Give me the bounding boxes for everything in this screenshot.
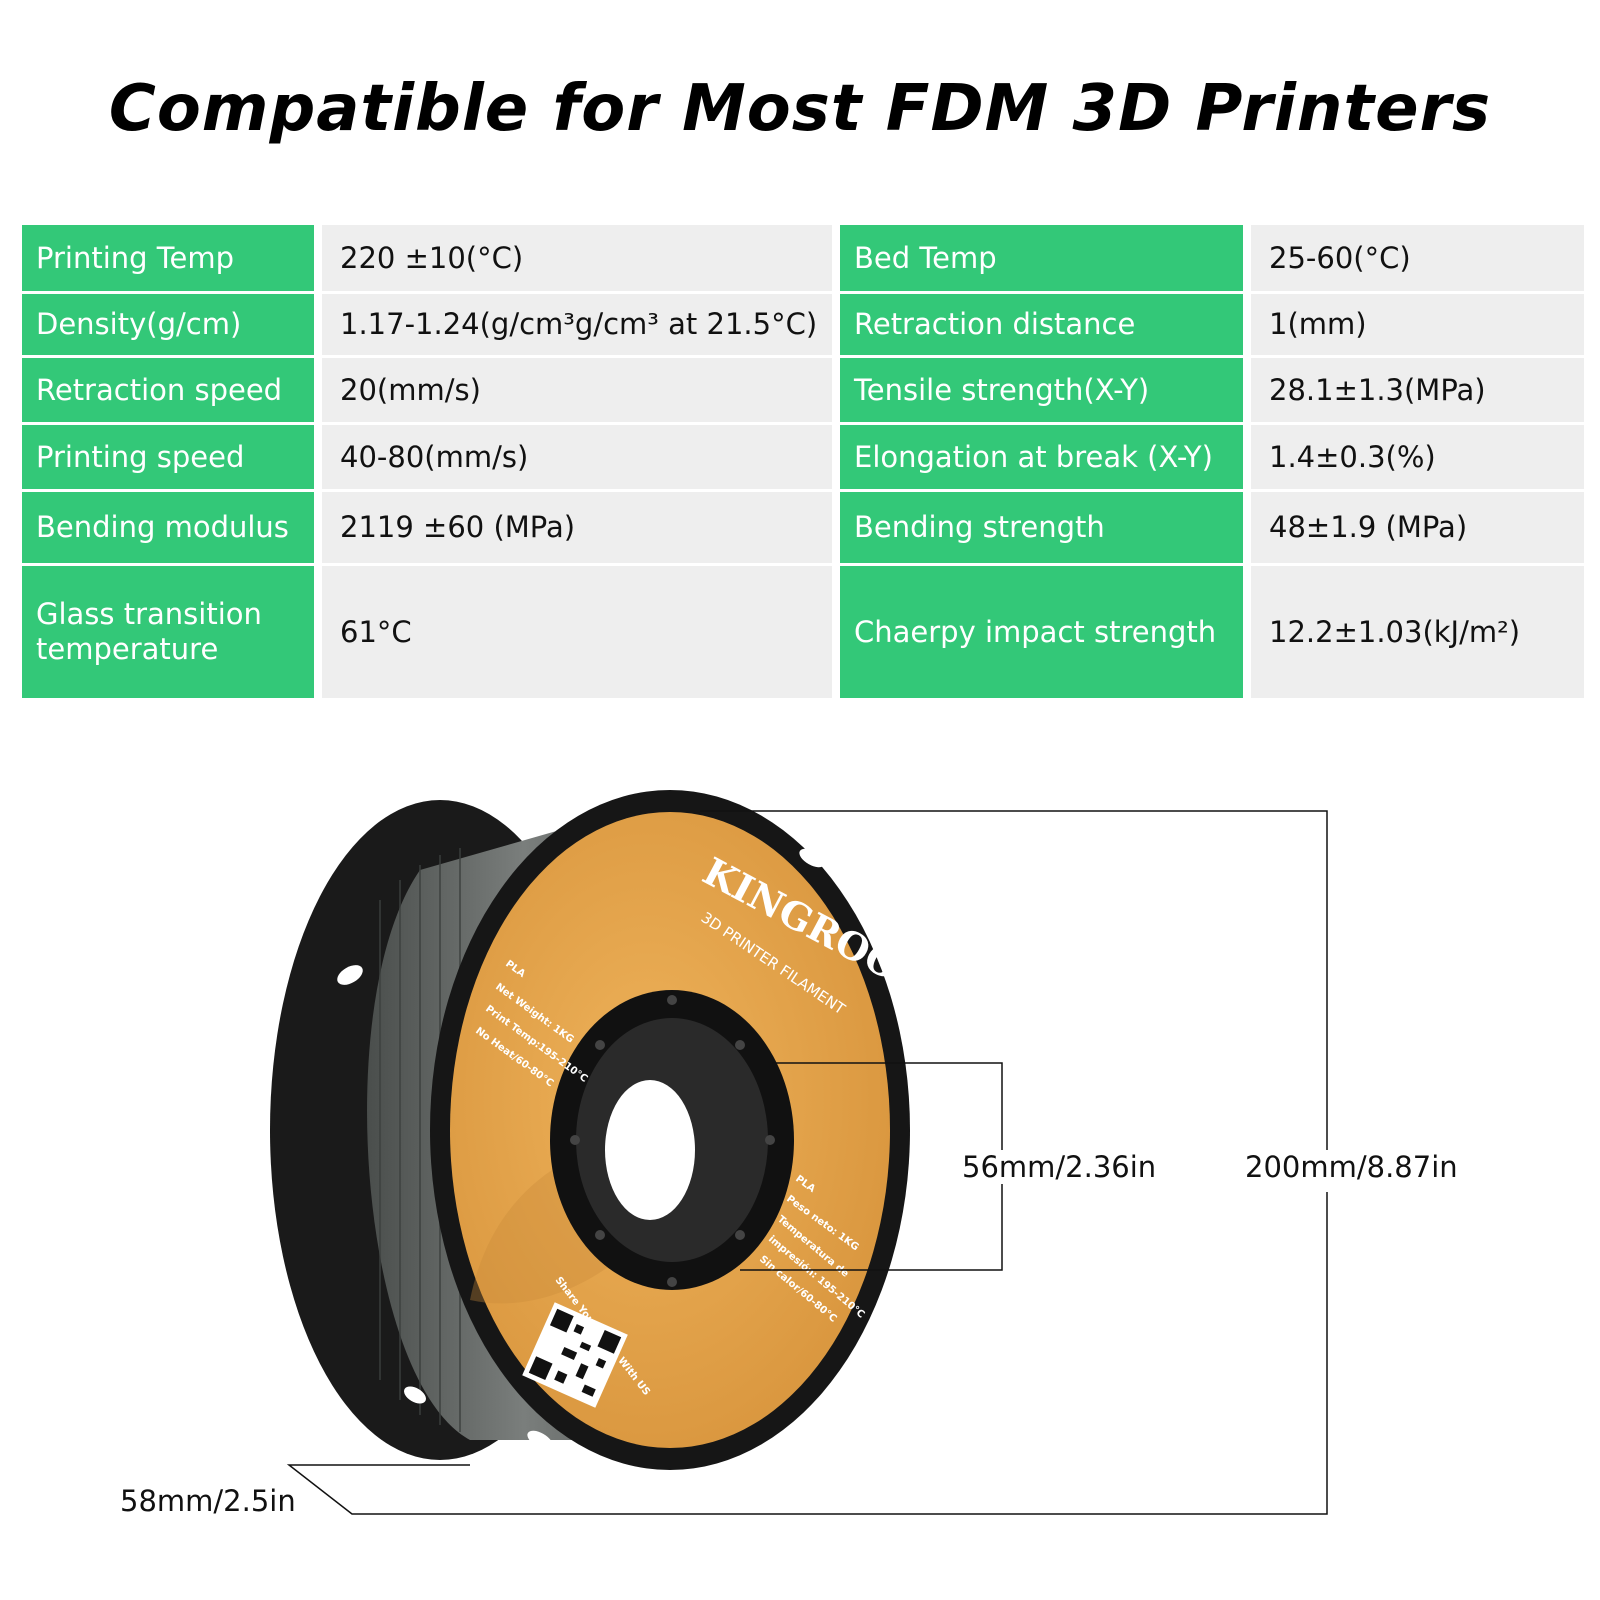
page-title: Compatible for Most FDM 3D Printers: [108, 72, 1492, 146]
spec-value: 1.17-1.24(g/cm³g/cm³ at 21.5°C): [322, 294, 832, 355]
spec-value: 12.2±1.03(kJ/m²): [1251, 566, 1584, 698]
spec-value: 20(mm/s): [322, 358, 832, 422]
spec-value: 40-80(mm/s): [322, 425, 832, 489]
spec-label: Elongation at break (X-Y): [840, 425, 1243, 489]
slot-icon: [404, 1386, 426, 1404]
spec-value: 220 ±10(°C): [322, 225, 832, 291]
spec-label: Printing Temp: [22, 225, 314, 291]
spec-value: 1.4±0.3(%): [1251, 425, 1584, 489]
slot-icon: [527, 1430, 553, 1450]
spec-label: Chaerpy impact strength: [840, 566, 1243, 698]
spec-label: Retraction distance: [840, 294, 1243, 355]
slot-icon: [799, 848, 825, 868]
slot-icon: [337, 965, 363, 985]
outer-dimension-line: [700, 810, 1328, 1156]
width-label: 58mm/2.5in: [120, 1484, 296, 1518]
spec-label: Retraction speed: [22, 358, 314, 422]
spec-label: Tensile strength(X-Y): [840, 358, 1243, 422]
spec-value: 25-60(°C): [1251, 225, 1584, 291]
spec-value: 2119 ±60 (MPa): [322, 492, 832, 563]
outer-diameter-label: 200mm/8.87in: [1245, 1150, 1458, 1184]
inner-diameter-label: 56mm/2.36in: [962, 1150, 1157, 1184]
spool-hole: [605, 1080, 695, 1220]
spec-value: 61°C: [322, 566, 832, 698]
qr-code-icon: [522, 1302, 628, 1408]
hub-spokes: [570, 995, 775, 1287]
outer-dimension-line-bottom: [286, 1192, 1328, 1515]
spec-label: Bending strength: [840, 492, 1243, 563]
spec-label: Printing speed: [22, 425, 314, 489]
spec-label: Bending modulus: [22, 492, 314, 563]
spec-table: Printing Temp 220 ±10(°C) Bed Temp 25-60…: [22, 225, 1584, 698]
spec-label: Bed Temp: [840, 225, 1243, 291]
spec-value: 1(mm): [1251, 294, 1584, 355]
spec-label: Glass transition temperature: [22, 566, 314, 698]
spec-value: 28.1±1.3(MPa): [1251, 358, 1584, 422]
spec-value: 48±1.9 (MPa): [1251, 492, 1584, 563]
spec-label: Density(g/cm): [22, 294, 314, 355]
